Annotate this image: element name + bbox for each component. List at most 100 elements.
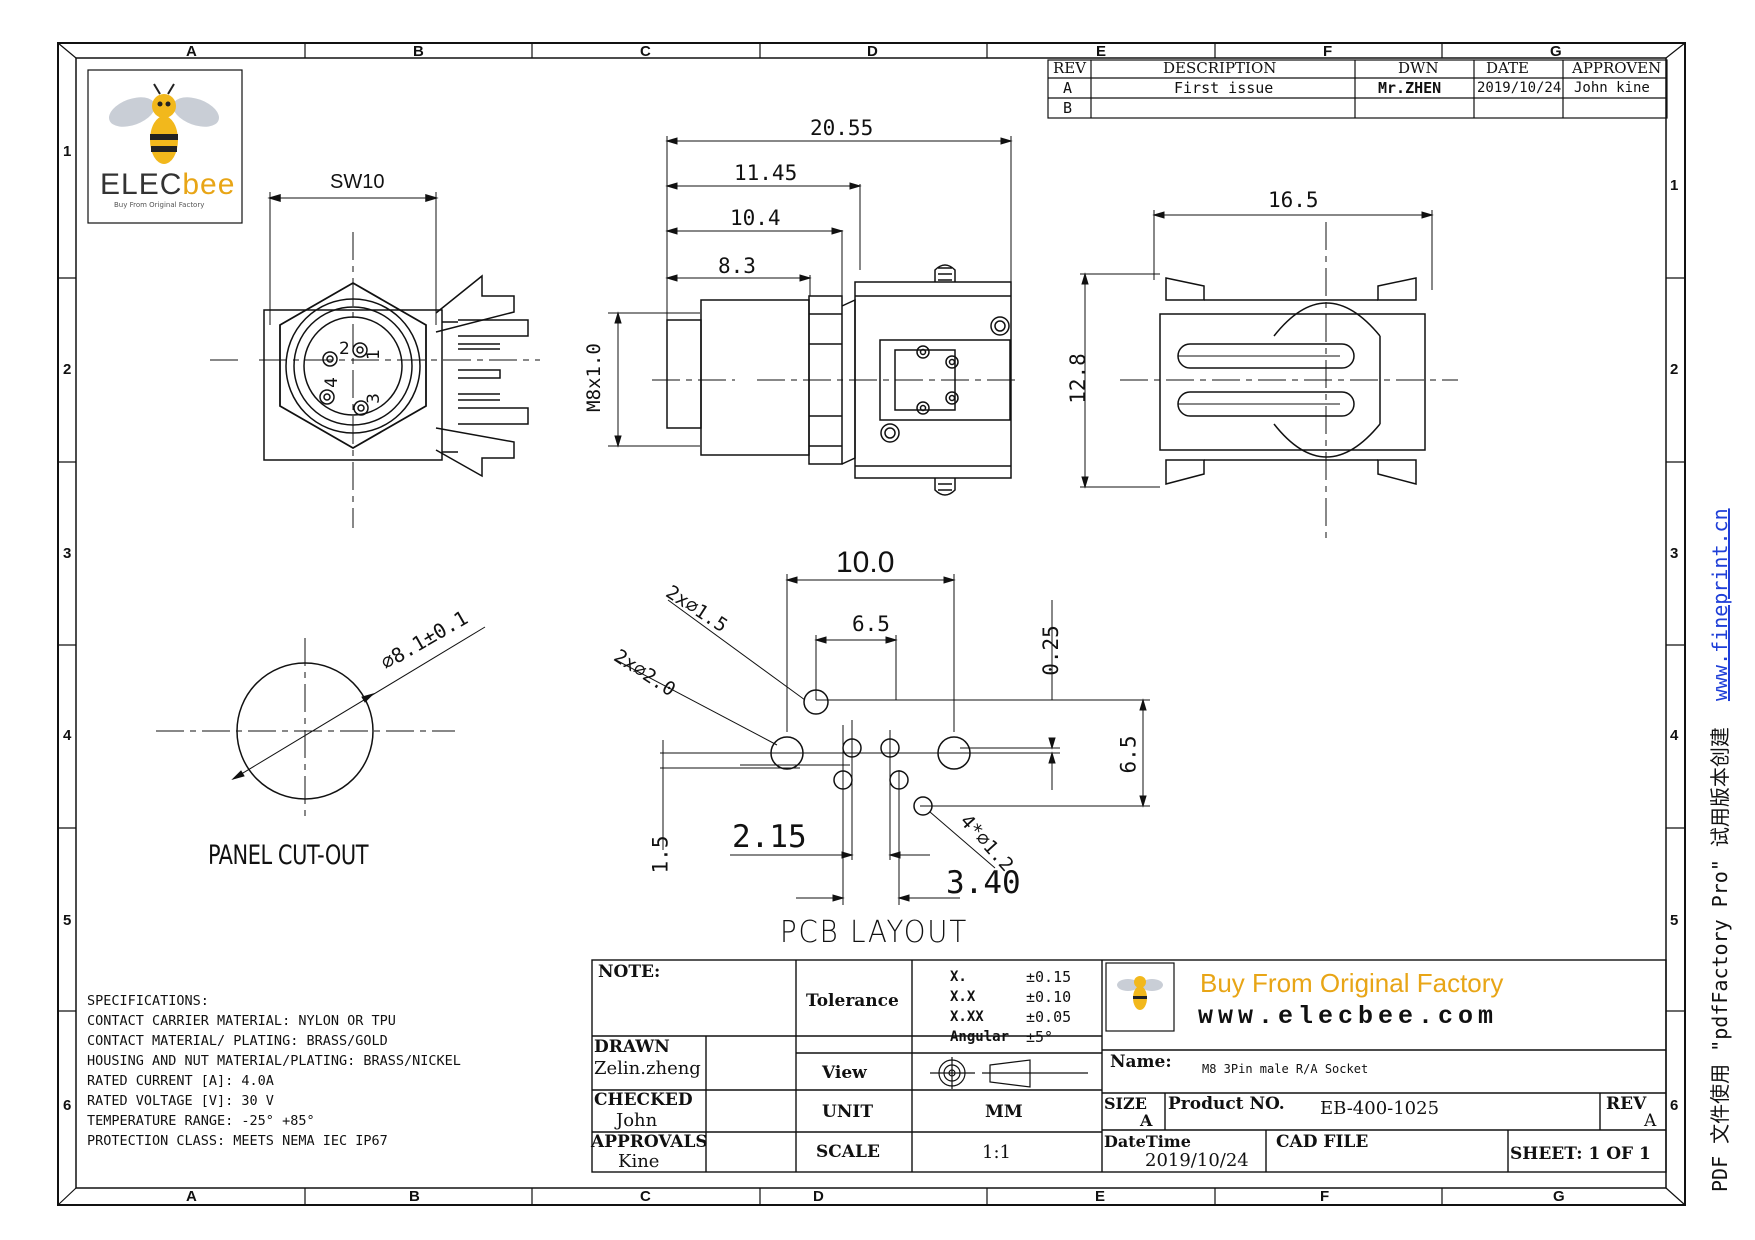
tolerance-label: Tolerance (806, 991, 899, 1011)
dim-16-5: 16.5 (1268, 188, 1319, 212)
unit-label: UNIT (822, 1102, 873, 1122)
cad-file-label: CAD FILE (1276, 1132, 1369, 1152)
dim-pcb-10-0: 10.0 (836, 546, 895, 579)
tolerance-key: X.XX (950, 1009, 984, 1025)
row-label-left-5: 5 (63, 912, 72, 929)
rev-header-date: DATE (1486, 59, 1529, 77)
product-value: EB-400-1025 (1320, 1098, 1440, 1119)
spec-line: TEMPERATURE RANGE: -25° +85° (87, 1113, 315, 1129)
pin-label-4: 4 (321, 377, 342, 388)
side-margin-text: PDF 文件使用 "pdfFactory Pro" 试用版本创建 www.fin… (1708, 508, 1732, 1192)
dim-10-4: 10.4 (730, 206, 781, 230)
fineprint-link[interactable]: www.fineprint.cn (1708, 508, 1732, 702)
dim-pcb-6-5-vertical: 6.5 (1116, 735, 1141, 774)
col-label-top-f: F (1323, 43, 1333, 60)
spec-line: CONTACT MATERIAL/ PLATING: BRASS/GOLD (87, 1033, 388, 1049)
rev-row-b-rev: B (1063, 99, 1073, 117)
bee-logo-icon (109, 83, 219, 164)
row-label-right-3: 3 (1670, 545, 1679, 562)
approvals-label: APPROVALS (591, 1132, 708, 1152)
dim-20-55: 20.55 (810, 116, 874, 140)
col-label-bottom-c: C (640, 1188, 651, 1205)
pin-label-2: 2 (339, 339, 350, 359)
spec-line: PROTECTION CLASS: MEETS NEMA IEC IP67 (87, 1133, 388, 1149)
rev-row-a-dwn: Mr.ZHEN (1378, 79, 1442, 97)
front-view-drawing (210, 192, 540, 528)
logo-tagline: Buy From Original Factory (114, 201, 205, 209)
datetime-value: 2019/10/24 (1145, 1150, 1249, 1171)
dim-11-45: 11.45 (734, 161, 798, 185)
product-label: Product NO. (1168, 1094, 1285, 1114)
tolerance-value: ±0.15 (1026, 968, 1072, 986)
pin-label-3: 3 (363, 393, 384, 404)
drawn-label: DRAWN (594, 1037, 670, 1057)
col-label-top-b: B (413, 43, 424, 60)
revision-table-grid (1047, 59, 1668, 119)
row-label-left-1: 1 (63, 143, 72, 160)
tolerance-value: ±0.05 (1026, 1008, 1072, 1026)
row-label-left-2: 2 (63, 361, 72, 378)
col-label-top-a: A (186, 43, 197, 60)
drawn-value: Zelin.zheng (594, 1058, 701, 1079)
tolerance-value: ±0.10 (1026, 988, 1072, 1006)
back-view-drawing (1080, 210, 1458, 540)
col-label-bottom-a: A (186, 1188, 197, 1205)
col-label-bottom-e: E (1095, 1188, 1106, 1205)
tolerance-value: ±5° (1026, 1028, 1054, 1046)
dim-m8x1-0: M8x1.0 (582, 343, 605, 412)
name-value: M8 3Pin male R/A Socket (1202, 1062, 1369, 1076)
spec-line: SPECIFICATIONS: (87, 993, 209, 1009)
small-bee-logo-icon (1117, 976, 1163, 1010)
dim-sw10: SW10 (330, 171, 385, 193)
col-label-top-e: E (1096, 43, 1107, 60)
logo-brand-accent: bee (182, 168, 236, 201)
col-label-bottom-g: G (1553, 1188, 1565, 1205)
rev-header-rev: REV (1053, 59, 1087, 77)
specifications-block: SPECIFICATIONS: CONTACT CARRIER MATERIAL… (87, 993, 461, 1153)
spec-line: CONTACT CARRIER MATERIAL: NYLON OR TPU (87, 1013, 396, 1029)
rev-row-a-date: 2019/10/24 (1477, 80, 1562, 96)
col-label-top-g: G (1550, 43, 1562, 60)
panel-cutout-drawing (156, 626, 486, 820)
tolerance-key: X.X (950, 989, 976, 1005)
checked-label: CHECKED (594, 1090, 693, 1110)
view-label: View (822, 1063, 867, 1083)
rev-row-a-approven: John kine (1574, 80, 1650, 96)
title-block-grid (591, 959, 1667, 1173)
datetime-label: DateTime (1104, 1132, 1191, 1151)
row-label-left-6: 6 (63, 1097, 72, 1114)
column-ticks (304, 43, 1443, 1205)
spec-line: HOUSING AND NUT MATERIAL/PLATING: BRASS/… (87, 1053, 461, 1069)
col-label-bottom-f: F (1320, 1188, 1330, 1205)
website-text: www.elecbee.com (1198, 1002, 1499, 1031)
logo-brand-main: ELEC (100, 168, 183, 201)
side-margin-note: PDF 文件使用 "pdfFactory Pro" 试用版本创建 (1708, 727, 1732, 1192)
scale-value: 1:1 (982, 1142, 1011, 1163)
inner-border (75, 57, 1667, 1189)
row-ticks (58, 277, 1685, 1012)
rev-row-a-rev: A (1063, 79, 1073, 97)
dim-pcb-6-5-horizontal: 6.5 (852, 612, 890, 636)
pcb-layout-drawing (615, 574, 1150, 905)
size-label: SIZE (1104, 1094, 1147, 1113)
row-label-right-2: 2 (1670, 361, 1679, 378)
spec-line: RATED VOLTAGE [V]: 30 V (87, 1093, 274, 1109)
panel-cutout-title: PANEL CUT-OUT (208, 840, 369, 871)
rev-row-a-description: First issue (1174, 79, 1274, 97)
col-label-top-d: D (867, 43, 878, 60)
dim-pcb-2-15: 2.15 (732, 819, 807, 855)
dim-8-3: 8.3 (718, 254, 756, 278)
col-label-top-c: C (640, 43, 651, 60)
row-label-right-4: 4 (1670, 727, 1679, 744)
dim-pcb-3-40: 3.40 (946, 865, 1021, 901)
dim-pcb-1-5: 1.5 (648, 835, 673, 874)
dim-pcb-0-25: 0.25 (1038, 625, 1063, 676)
tolerance-key: X. (950, 969, 967, 985)
pcb-layout-title: PCB LAYOUT (780, 915, 969, 950)
checked-value: John (616, 1110, 658, 1131)
outer-border (57, 42, 1686, 1206)
size-value: A (1140, 1111, 1153, 1130)
approvals-value: Kine (618, 1151, 660, 1172)
